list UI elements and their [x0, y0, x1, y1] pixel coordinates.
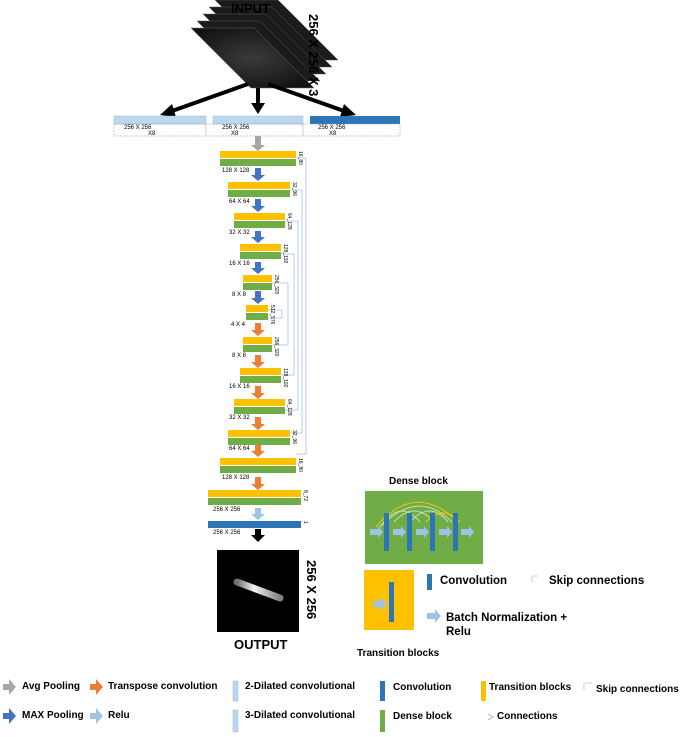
- branch-2-mult: X8: [231, 131, 239, 137]
- dec-block-4: [228, 430, 290, 445]
- legend-convolution: Convolution: [393, 682, 452, 693]
- skip-connections: [268, 157, 307, 455]
- legend-transpose-conv: Transpose convolution: [108, 681, 218, 692]
- input-label: INPUT: [231, 1, 270, 16]
- dec-block-3: [234, 399, 285, 414]
- final-conv-size: 256 X 256: [213, 530, 241, 536]
- enc-block-5: [243, 275, 272, 290]
- legend-max-pooling: MAX Pooling: [22, 710, 84, 721]
- input-image-stack: [190, 0, 339, 89]
- light-blue-arrow-icon: [90, 708, 103, 724]
- dec-2-size: 16 X 16: [229, 384, 250, 390]
- legend-dilated3: 3-Dilated convolutional: [245, 710, 356, 721]
- enc-3-channels: 64_128: [286, 213, 292, 230]
- enc-block-3: [234, 213, 285, 228]
- pool-arrows: [251, 168, 265, 542]
- branch-1-mult: X8: [148, 131, 156, 137]
- dec-5-channels: 16_80: [297, 458, 303, 472]
- decoder-blocks: [208, 337, 301, 528]
- enc-4-size: 16 X 16: [229, 261, 250, 267]
- legend-icons: [3, 679, 592, 733]
- input-size-label: 256 X 256 X 3: [306, 14, 321, 97]
- final-conv-channels: 1: [302, 521, 308, 524]
- legend-connections: Connections: [497, 711, 558, 722]
- enc-6-channels: 512_576: [269, 305, 275, 325]
- enc-1-channels: 16_80: [297, 151, 303, 165]
- enc-block-1: [220, 151, 296, 166]
- branch-3-size: 256 X 256: [318, 125, 346, 131]
- avg-pool-arrow: [251, 136, 265, 151]
- enc-3-size: 32 X 32: [229, 230, 250, 236]
- key-convolution-icon: [427, 574, 432, 590]
- key-bn-relu-label: Batch Normalization + Relu: [446, 612, 568, 639]
- legend-relu: Relu: [108, 710, 130, 721]
- branch-3-mult: X8: [329, 131, 337, 137]
- enc-block-6: [246, 305, 268, 320]
- output-label: OUTPUT: [234, 637, 288, 652]
- enc-2-size: 64 X 64: [229, 199, 250, 205]
- dec-6-channels: 8_72: [302, 490, 308, 502]
- dec-4-channels: 32_96: [291, 430, 297, 444]
- orange-arrow-icon: [90, 679, 103, 695]
- enc-block-2: [228, 182, 290, 197]
- legend-transition-blocks: Transition blocks: [489, 682, 572, 693]
- transition-block-key: [364, 570, 414, 630]
- enc-4-channels: 128_192: [282, 244, 288, 264]
- gray-arrow-icon: [3, 679, 16, 695]
- dec-block-5: [220, 458, 296, 473]
- dec-5-size: 128 X 128: [222, 475, 250, 481]
- dec-6-size: 256 X 256: [213, 507, 241, 513]
- enc-block-4: [240, 244, 281, 259]
- dec-2-channels: 128_192: [282, 368, 288, 388]
- legend-skip-connections: Skip connections: [596, 684, 679, 695]
- blue-arrow-icon: [3, 708, 16, 724]
- legend-dilated2: 2-Dilated convolutional: [245, 681, 356, 692]
- input-arrows: [160, 82, 356, 117]
- legend-dense-block: Dense block: [393, 711, 452, 722]
- dec-block-1: [243, 337, 272, 352]
- output-image: [217, 550, 299, 632]
- dec-4-size: 64 X 64: [229, 446, 250, 452]
- enc-2-channels: 32_96: [291, 182, 297, 196]
- legend-avg-pooling: Avg Pooling: [22, 681, 80, 692]
- dec-block-2: [240, 368, 281, 383]
- enc-6-size: 4 X 4: [231, 322, 246, 328]
- key-skip-label: Skip connections: [549, 575, 645, 587]
- encoder-blocks: [220, 151, 296, 320]
- dense-block-key-title: Dense block: [389, 476, 448, 487]
- dense-block-key: [365, 491, 483, 564]
- dec-1-channels: 256_320: [273, 337, 279, 357]
- output-size-label: 256 X 256: [304, 560, 319, 620]
- dec-block-6: [208, 490, 301, 505]
- dec-1-size: 8 X 8: [232, 353, 247, 359]
- key-convolution-label: Convolution: [440, 575, 508, 587]
- key-skip-icon: [531, 575, 538, 582]
- enc-1-size: 128 X 128: [222, 168, 250, 174]
- branch-1-size: 256 X 256: [124, 125, 152, 131]
- final-conv-bar: [208, 521, 301, 528]
- branch-2-size: 256 X 256: [222, 125, 250, 131]
- dec-3-channels: 64_128: [286, 399, 292, 416]
- key-transition-label: Transition blocks: [357, 648, 440, 659]
- enc-5-size: 8 X 8: [232, 292, 247, 298]
- enc-5-channels: 256_320: [273, 275, 279, 295]
- dec-3-size: 32 X 32: [229, 415, 250, 421]
- key-bn-relu-icon: [427, 609, 441, 623]
